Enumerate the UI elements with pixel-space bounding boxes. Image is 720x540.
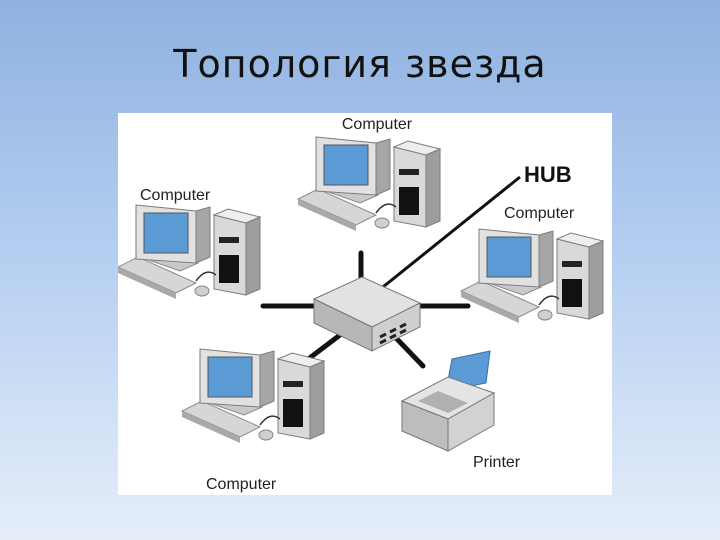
hub-icon (312, 276, 422, 352)
cable-printer (393, 335, 426, 369)
computer-right (460, 228, 604, 324)
hub-pointer-line (367, 175, 521, 301)
star-topology-diagram: Computer Computer HUB Computer Printer C… (118, 113, 612, 495)
computer-top (297, 136, 441, 232)
computer-left (118, 204, 261, 300)
printer-label: Printer (473, 454, 521, 471)
computer-top-label: Computer (342, 116, 413, 133)
computer-bottom-label: Computer (206, 476, 277, 493)
slide-title: Топология звезда (173, 42, 547, 86)
computer-right-label: Computer (504, 205, 575, 222)
printer-icon (400, 350, 496, 452)
computer-bottom (181, 348, 325, 444)
computer-left-label: Computer (140, 187, 211, 204)
hub-label: HUB (524, 162, 572, 187)
